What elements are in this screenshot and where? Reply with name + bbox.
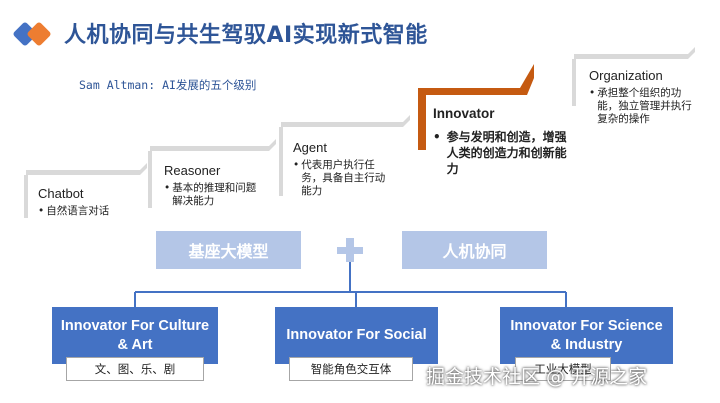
band-human-ai-collab: 人机协同 xyxy=(402,231,547,269)
level-name: Innovator xyxy=(433,106,495,121)
innovator-science-box: Innovator For Science & Industry xyxy=(500,307,673,364)
page-title: 人机协同与共生驾驭AI实现新式智能 xyxy=(64,23,428,48)
bullet-icon: • xyxy=(589,87,596,99)
level-name: Agent xyxy=(293,140,327,155)
step-organization xyxy=(574,54,688,59)
step-reasoner xyxy=(150,146,269,151)
step-agent-side xyxy=(403,115,410,127)
step-innovator-edge xyxy=(418,88,426,150)
bullet-icon: • xyxy=(38,205,45,217)
level-name: Reasoner xyxy=(164,163,221,178)
level-name: Organization xyxy=(589,68,663,83)
step-chatbot xyxy=(26,170,140,175)
innovator-social-box: Innovator For Social xyxy=(275,307,438,364)
step-innovator-side xyxy=(520,64,534,95)
innovator-social-sub: 智能角色交互体 xyxy=(289,357,413,381)
level-desc: 参与发明和创造，增强人类的创造力和创新能力 xyxy=(446,130,567,176)
level-name: Chatbot xyxy=(38,186,84,201)
level-innovator: Innovator • 参与发明和创造，增强人类的创造力和创新能力 xyxy=(433,106,567,177)
level-desc: 承担整个组织的功能，独立管理并执行复杂的操作 xyxy=(597,87,692,125)
level-desc: 代表用户执行任务，具备自主行动能力 xyxy=(301,159,386,197)
bullet-icon: • xyxy=(164,182,171,194)
page-subtitle: Sam Altman: AI发展的五个级别 xyxy=(79,78,257,92)
bullet-icon: • xyxy=(293,159,300,171)
innovator-culture-sub: 文、图、乐、剧 xyxy=(66,357,204,381)
bullet-icon: • xyxy=(433,130,441,144)
step-chatbot-side xyxy=(140,163,147,175)
level-chatbot: Chatbot •自然语言对话 xyxy=(38,186,138,218)
level-desc: 自然语言对话 xyxy=(46,205,110,217)
band-foundation-model: 基座大模型 xyxy=(156,231,301,269)
level-agent: Agent •代表用户执行任务，具备自主行动能力 xyxy=(293,140,389,198)
plus-icon xyxy=(337,238,363,262)
innovator-science-sub: 工业大模型 xyxy=(515,357,611,381)
step-agent xyxy=(281,122,403,127)
step-innovator xyxy=(420,88,527,95)
logo-diamonds-icon xyxy=(13,22,51,46)
step-organization-side xyxy=(688,47,695,59)
innovator-culture-box: Innovator For Culture & Art xyxy=(52,307,218,364)
watermark: 掘金技术社区 @ 开源之家 xyxy=(426,366,648,388)
level-organization: Organization •承担整个组织的功能，独立管理并执行复杂的操作 xyxy=(589,68,693,126)
level-reasoner: Reasoner •基本的推理和问题解决能力 xyxy=(164,163,264,208)
level-desc: 基本的推理和问题解决能力 xyxy=(172,182,257,207)
step-reasoner-side xyxy=(269,139,276,151)
